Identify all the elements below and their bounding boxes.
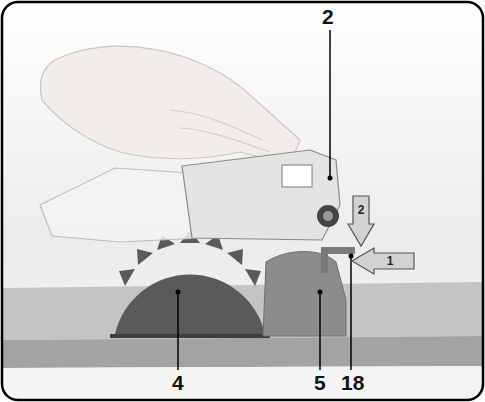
floor bbox=[2, 366, 483, 400]
leader-line bbox=[177, 292, 179, 370]
saw-blade bbox=[115, 274, 265, 334]
direction-arrow: 1 bbox=[352, 248, 414, 274]
table-edge bbox=[2, 336, 483, 368]
guard-wheel bbox=[317, 205, 339, 227]
arrow-number: 1 bbox=[387, 255, 394, 267]
arrow-shape bbox=[352, 248, 414, 274]
leader-line bbox=[319, 292, 321, 370]
guard-window bbox=[282, 165, 312, 187]
callout-number: 18 bbox=[341, 372, 364, 393]
leader-dot bbox=[328, 176, 333, 181]
blade-slot bbox=[110, 334, 270, 338]
finger-line bbox=[180, 128, 270, 152]
leader-line bbox=[329, 30, 331, 178]
leader-dot bbox=[349, 254, 354, 259]
leader-line bbox=[350, 256, 352, 370]
blade-tooth bbox=[137, 249, 153, 265]
callout-number: 2 bbox=[322, 6, 334, 27]
direction-arrow: 2 bbox=[348, 196, 374, 246]
callout-number: 5 bbox=[314, 372, 326, 393]
riving-knife bbox=[263, 251, 346, 336]
blade-guard bbox=[182, 150, 340, 240]
guard-wheel-hub bbox=[323, 211, 333, 221]
arrow-number: 2 bbox=[358, 204, 365, 216]
finger-line bbox=[170, 110, 262, 140]
arrow-shape bbox=[348, 196, 374, 246]
blade-tooth bbox=[227, 249, 243, 265]
hand bbox=[41, 46, 300, 165]
blade-tooth bbox=[119, 269, 135, 286]
leader-dot bbox=[176, 290, 181, 295]
guard-pin bbox=[321, 247, 328, 273]
blade-tooth bbox=[245, 269, 261, 286]
leader-dot bbox=[318, 290, 323, 295]
callout-number: 4 bbox=[172, 372, 184, 393]
arrow-outline bbox=[352, 248, 414, 274]
